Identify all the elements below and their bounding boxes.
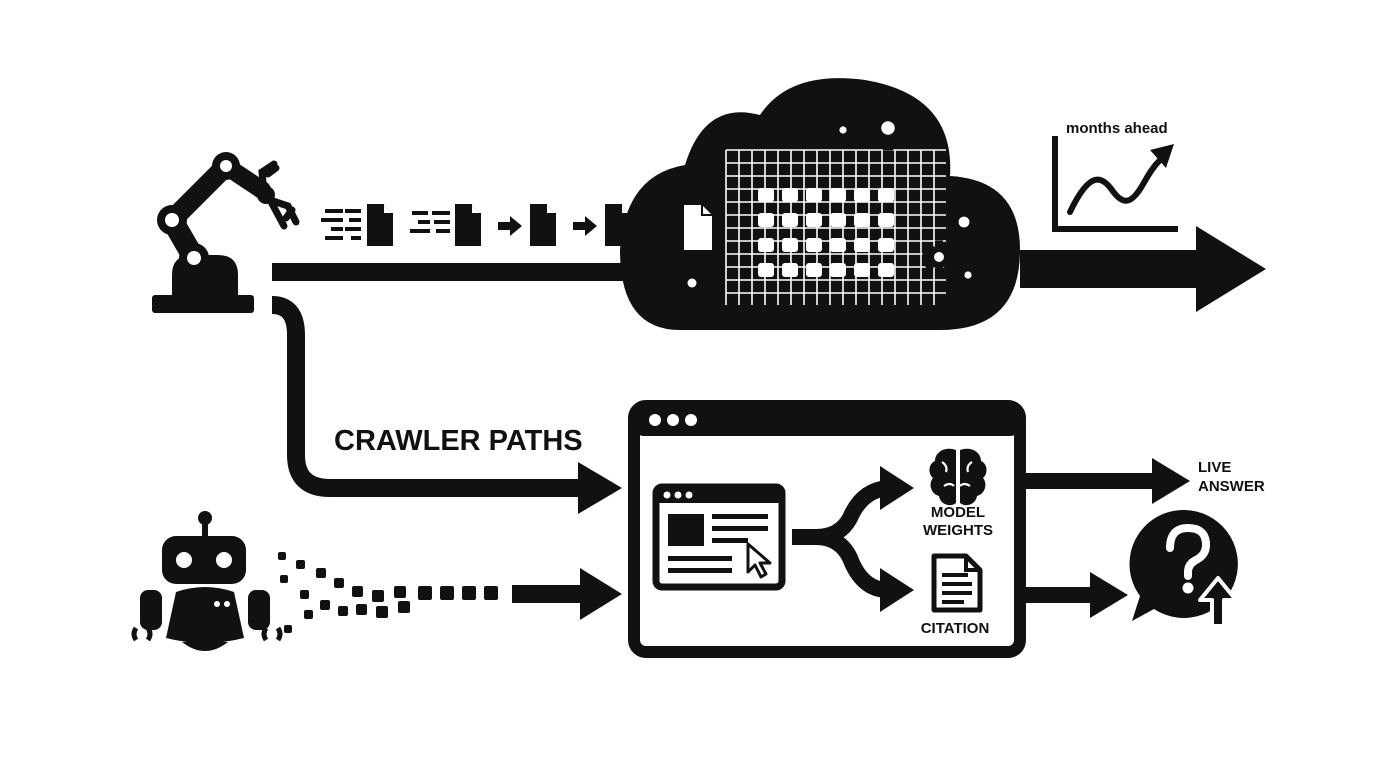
neural-cell <box>878 188 894 202</box>
particle <box>484 586 498 600</box>
neural-cell <box>830 263 846 277</box>
cloud-icon <box>620 78 1020 330</box>
branch-arrows <box>792 466 914 612</box>
neural-cell <box>782 238 798 252</box>
neural-cell <box>854 263 870 277</box>
robot-icon <box>131 511 283 651</box>
particle <box>394 586 406 598</box>
particle <box>334 578 344 588</box>
training-path-line <box>272 263 652 281</box>
neural-cell <box>878 263 894 277</box>
neural-cell <box>806 238 822 252</box>
live-answer-label-line2: ANSWER <box>1198 478 1265 495</box>
particle <box>316 568 326 578</box>
particle <box>280 575 288 583</box>
particle <box>418 586 432 600</box>
neural-cell <box>758 238 774 252</box>
live-path-arrowhead <box>580 568 622 620</box>
crawler-paths-label: CRAWLER PATHS <box>334 425 583 457</box>
output-arrows <box>1026 458 1190 618</box>
neural-cell <box>806 188 822 202</box>
neural-cell <box>878 213 894 227</box>
neural-cell <box>806 213 822 227</box>
brain-icon <box>929 448 987 506</box>
particle <box>462 586 476 600</box>
line-chart-icon <box>1052 136 1178 232</box>
particle <box>338 606 348 616</box>
question-bubble-icon <box>1129 509 1238 628</box>
crawler-path-line <box>271 296 582 497</box>
particle <box>284 625 292 633</box>
neural-cell <box>878 238 894 252</box>
neural-cell <box>854 188 870 202</box>
neural-cell <box>782 188 798 202</box>
citation-document-icon <box>931 553 983 613</box>
model-weights-label-line1: MODEL <box>931 504 985 521</box>
neural-cell <box>758 188 774 202</box>
robot-arm-icon <box>152 152 300 313</box>
particle <box>296 560 305 569</box>
live-path-line <box>512 585 584 603</box>
neural-cell <box>830 238 846 252</box>
particle <box>352 586 363 597</box>
neural-cell <box>830 188 846 202</box>
months-ahead-label: months ahead <box>1066 120 1168 137</box>
particle <box>440 586 454 600</box>
neural-cell <box>854 213 870 227</box>
future-arrow <box>1020 226 1266 312</box>
neural-cell <box>758 263 774 277</box>
particle <box>300 590 309 599</box>
neural-cell <box>806 263 822 277</box>
neural-cell <box>758 213 774 227</box>
particle-stream <box>278 552 498 633</box>
live-answer-label-line1: LIVE <box>1198 459 1231 476</box>
neural-cell <box>830 213 846 227</box>
particle <box>372 590 384 602</box>
neural-cell <box>854 238 870 252</box>
particle <box>278 552 286 560</box>
crawler-path-arrowhead <box>578 462 622 514</box>
particle <box>376 606 388 618</box>
neural-cell <box>782 213 798 227</box>
web-page-icon <box>652 483 786 591</box>
citation-label: CITATION <box>921 620 990 637</box>
particle <box>320 600 330 610</box>
particle <box>304 610 313 619</box>
model-weights-label-line2: WEIGHTS <box>923 522 993 539</box>
neural-cells <box>758 188 894 277</box>
particle <box>398 601 410 613</box>
cursor-icon <box>746 542 772 579</box>
neural-cell <box>782 263 798 277</box>
particle <box>356 604 367 615</box>
document-icon <box>684 205 712 250</box>
